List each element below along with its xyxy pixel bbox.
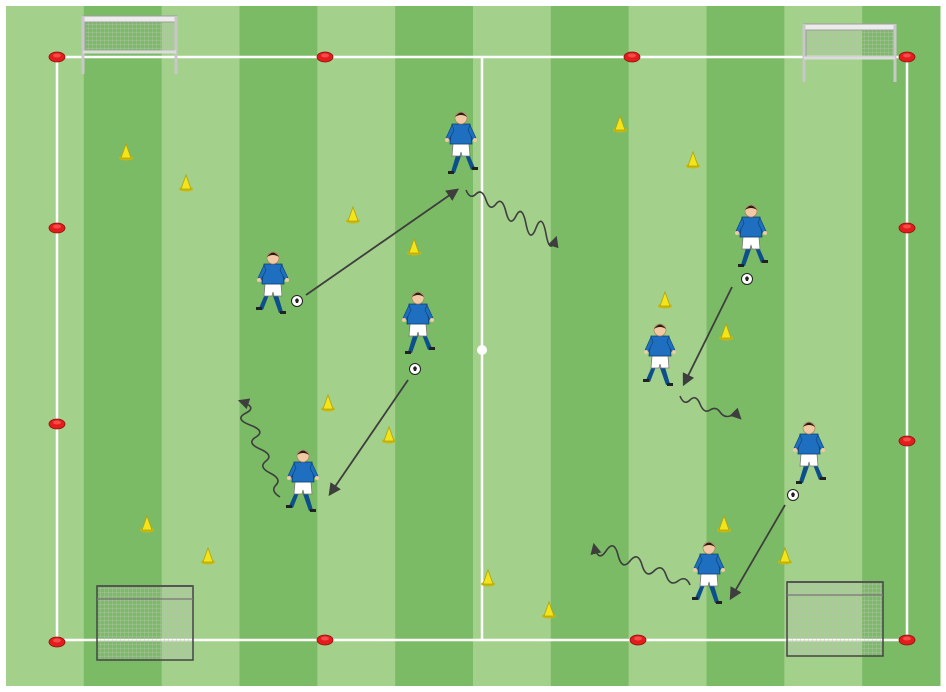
grass-stripe <box>162 6 240 686</box>
grass-stripe <box>240 6 318 686</box>
grass-stripe <box>317 6 395 686</box>
ball-icon <box>410 364 421 375</box>
ball-icon <box>292 296 303 307</box>
marker-disc-icon <box>49 223 65 233</box>
grass-stripe <box>395 6 473 686</box>
marker-disc-icon <box>317 52 333 62</box>
marker-disc-icon <box>899 223 915 233</box>
marker-disc-icon <box>49 637 65 647</box>
marker-disc-icon <box>630 635 646 645</box>
marker-disc-icon <box>624 52 640 62</box>
center-spot <box>477 345 487 355</box>
grass-stripe <box>551 6 629 686</box>
ball-icon <box>788 490 799 501</box>
marker-disc-icon <box>899 52 915 62</box>
goal-icon <box>787 582 883 656</box>
grass-stripe <box>707 6 785 686</box>
marker-disc-icon <box>899 635 915 645</box>
goal-icon <box>97 586 193 660</box>
marker-disc-icon <box>317 635 333 645</box>
grass-stripe <box>6 6 84 686</box>
marker-disc-icon <box>49 52 65 62</box>
ball-icon <box>742 274 753 285</box>
marker-disc-icon <box>899 436 915 446</box>
grass-stripe <box>84 6 162 686</box>
marker-disc-icon <box>49 419 65 429</box>
